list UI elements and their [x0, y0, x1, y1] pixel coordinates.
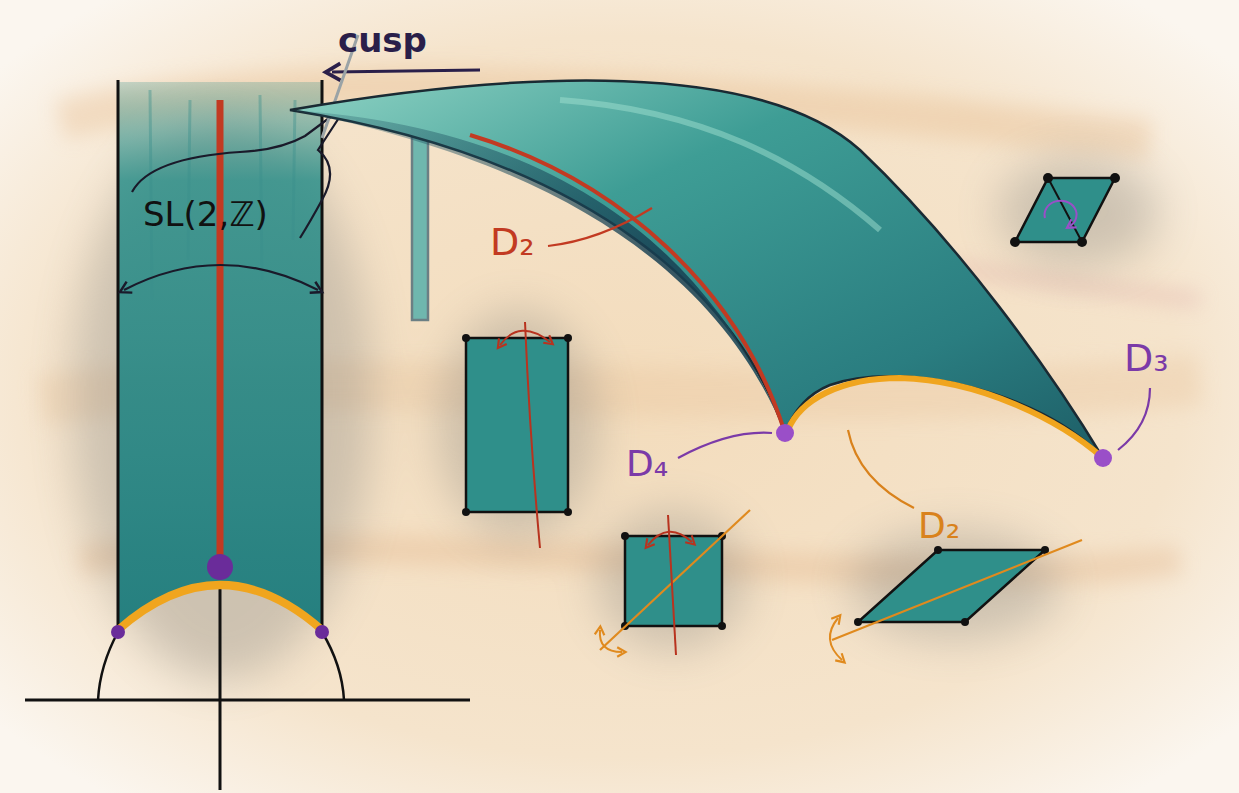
moduli-surface	[290, 81, 1112, 467]
leader-lines	[548, 208, 1150, 508]
fundamental-domain	[25, 80, 470, 790]
cusp-arrow	[332, 70, 480, 72]
rhombic-lattice	[830, 540, 1082, 660]
speech-bubble	[132, 104, 348, 238]
square-lattice	[600, 510, 750, 655]
cusp-label: cusp	[338, 22, 427, 59]
group-label: SL(2,ℤ)	[143, 196, 268, 233]
rectangle-lattice	[462, 322, 572, 548]
symmetry-label: D₂	[918, 506, 960, 546]
symmetry-label: D₄	[626, 444, 668, 484]
hexagonal-lattice	[1010, 173, 1120, 247]
symmetry-label: D₂	[490, 222, 535, 264]
symmetry-label: D₃	[1124, 338, 1169, 380]
thin-lattice	[412, 135, 428, 320]
